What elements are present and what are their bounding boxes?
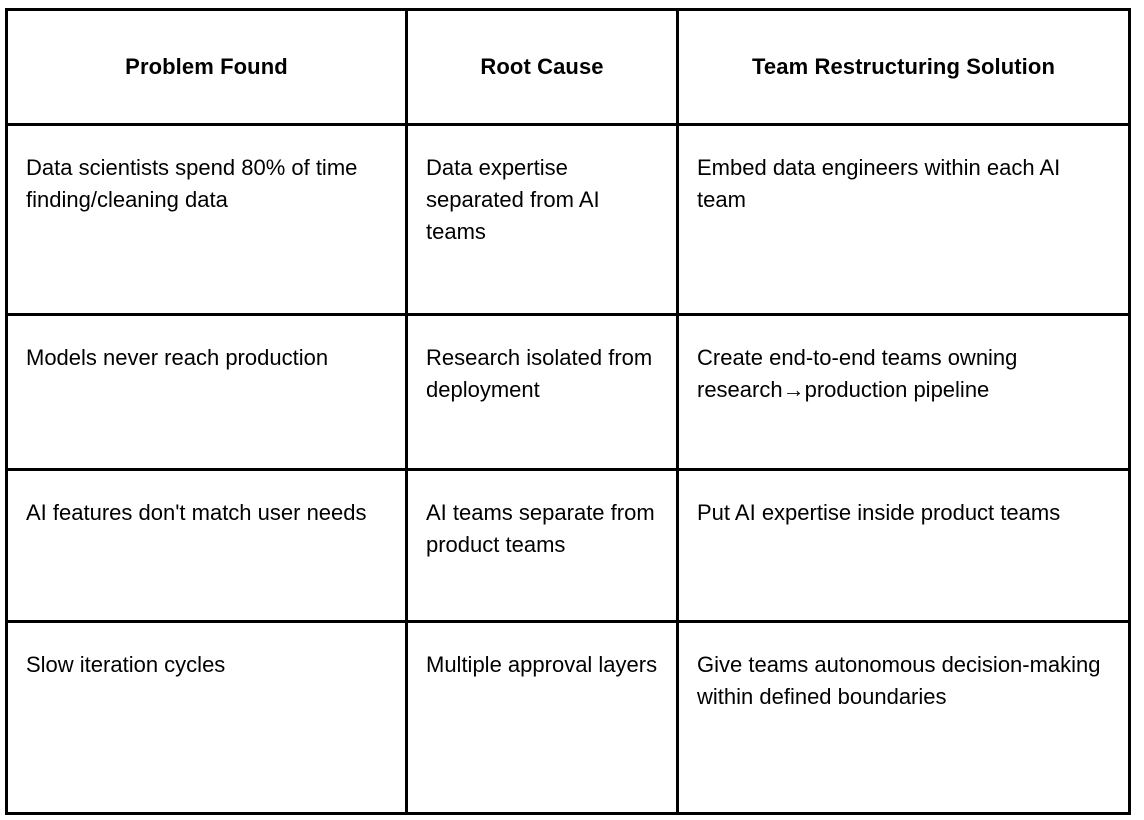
problem-cause-solution-table: Problem Found Root Cause Team Restructur… [5, 8, 1131, 815]
column-header-label: Root Cause [480, 53, 604, 79]
cell-cause: Multiple approval layers [405, 620, 679, 815]
cell-text: Data scientists spend 80% of time findin… [26, 155, 358, 212]
table-row: AI features don't match user needs AI te… [5, 468, 1131, 623]
cell-problem: AI features don't match user needs [5, 468, 408, 623]
cell-cause: Data expertise separated from AI teams [405, 123, 679, 316]
cell-text: Models never reach production [26, 345, 329, 370]
table-row: Slow iteration cycles Multiple approval … [5, 620, 1131, 815]
table-body: Data scientists spend 80% of time findin… [5, 123, 1131, 815]
column-header-label: Problem Found [125, 53, 288, 79]
cell-text: Embed data engineers within each AI team [697, 155, 1061, 212]
cell-problem: Data scientists spend 80% of time findin… [5, 123, 408, 316]
cell-solution: Create end-to-end teams owning research→… [676, 313, 1131, 471]
column-header-root-cause: Root Cause [405, 8, 679, 126]
column-header-team-restructuring-solution: Team Restructuring Solution [676, 8, 1131, 126]
cell-text: Put AI expertise inside product teams [697, 500, 1061, 525]
cell-text: Data expertise separated from AI teams [426, 155, 600, 244]
cell-text: Create end-to-end teams owning research→… [697, 345, 1018, 402]
cell-cause: Research isolated from deployment [405, 313, 679, 471]
cell-problem: Slow iteration cycles [5, 620, 408, 815]
cell-text: Give teams autonomous decision-making wi… [697, 652, 1101, 709]
table-header-row: Problem Found Root Cause Team Restructur… [5, 8, 1131, 126]
cell-text: Research isolated from deployment [426, 345, 653, 402]
cell-cause: AI teams separate from product teams [405, 468, 679, 623]
column-header-problem-found: Problem Found [5, 8, 408, 126]
table-row: Data scientists spend 80% of time findin… [5, 123, 1131, 316]
table-container: Problem Found Root Cause Team Restructur… [5, 8, 1131, 815]
cell-text: AI features don't match user needs [26, 500, 367, 525]
cell-problem: Models never reach production [5, 313, 408, 471]
cell-text: AI teams separate from product teams [426, 500, 655, 557]
cell-solution: Give teams autonomous decision-making wi… [676, 620, 1131, 815]
column-header-label: Team Restructuring Solution [752, 53, 1055, 79]
cell-text: Slow iteration cycles [26, 652, 226, 677]
table-row: Models never reach production Research i… [5, 313, 1131, 471]
table-header: Problem Found Root Cause Team Restructur… [5, 8, 1131, 126]
cell-solution: Put AI expertise inside product teams [676, 468, 1131, 623]
cell-solution: Embed data engineers within each AI team [676, 123, 1131, 316]
cell-text: Multiple approval layers [426, 652, 658, 677]
